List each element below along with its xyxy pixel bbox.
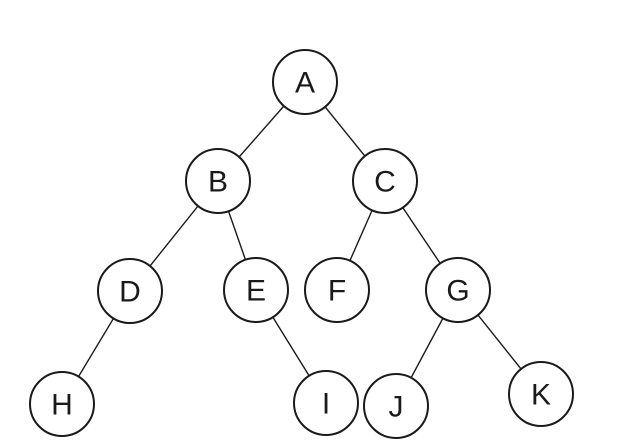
node-h-circle [29,371,95,437]
node-e-label: E [246,275,266,308]
node-d: D [97,258,163,324]
node-d-circle [97,258,163,324]
node-g: G [425,257,491,323]
node-b: B [185,148,251,214]
tree-nodes: A B C D E F G H [29,49,574,439]
node-h: H [29,371,95,437]
node-i-label: I [322,388,330,421]
tree-edges [61,81,542,407]
node-c-circle [352,148,418,214]
node-f: F [304,257,370,323]
node-a: A [272,49,338,115]
node-h-label: H [51,389,73,422]
node-d-label: D [119,276,141,309]
node-j-label: J [389,391,404,424]
node-i-circle [293,370,359,436]
node-g-circle [425,257,491,323]
node-a-label: A [295,67,315,100]
node-b-label: B [208,166,228,199]
node-i: I [293,370,359,436]
node-j: J [363,373,429,439]
node-e: E [223,257,289,323]
node-f-circle [304,257,370,323]
node-k-circle [508,361,574,427]
node-f-label: F [328,275,346,308]
node-k-label: K [531,379,551,412]
node-e-circle [223,257,289,323]
node-g-label: G [446,275,469,308]
node-b-circle [185,148,251,214]
node-c-label: C [374,166,396,199]
node-k: K [508,361,574,427]
node-c: C [352,148,418,214]
node-j-circle [363,373,429,439]
node-a-circle [272,49,338,115]
